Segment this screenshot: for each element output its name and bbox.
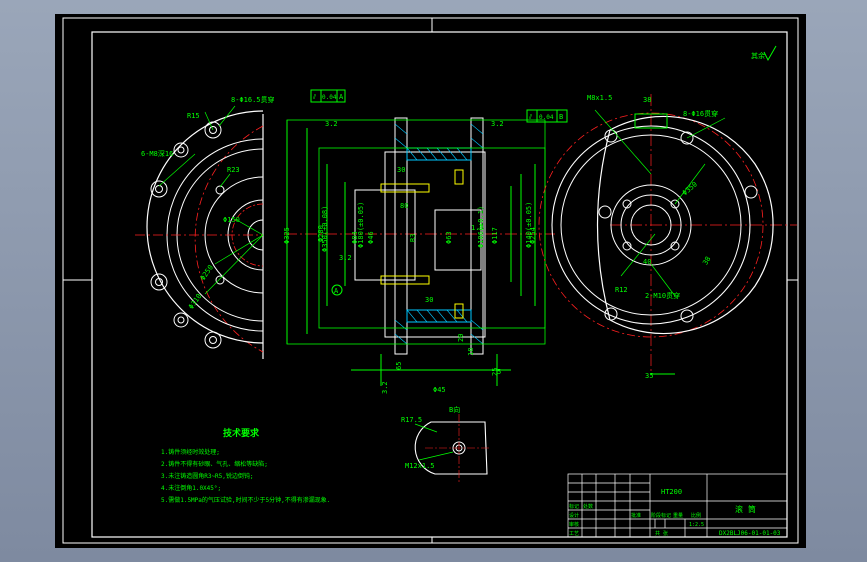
rough-16: 1.6: [471, 224, 484, 232]
left-label-thread: 6-M8深16: [141, 149, 173, 158]
rough-32-bottom: 3.2: [381, 381, 389, 394]
left-label-r15: R15: [187, 112, 200, 120]
left-label-phi150: Φ150: [223, 216, 240, 224]
right-label-35: 35: [645, 372, 653, 380]
roughness-symbol-top: [763, 45, 777, 62]
tech-req-title: 技术要求: [223, 427, 260, 439]
dim-45: Φ45: [433, 386, 446, 394]
dim-20: 20: [457, 334, 465, 342]
title-scale-value: 1:2.5: [689, 522, 704, 528]
title-material: HT200: [661, 488, 682, 496]
title-label-scale: 比例: [691, 512, 701, 519]
dim-84: Φ84: [351, 231, 359, 244]
svg-text:0.04: 0.04: [539, 114, 554, 121]
dim-117: Φ117: [491, 227, 499, 244]
title-label-approve: 批准: [631, 512, 641, 519]
dim-25: 25: [491, 368, 499, 376]
datum-a-circle: [331, 284, 343, 296]
dim-80: 80: [400, 202, 408, 210]
left-label-r23: R23: [227, 166, 240, 174]
svg-text:⫽: ⫽: [312, 93, 317, 101]
svg-text:A: A: [339, 93, 344, 101]
tolerance-frame-left: ⫽ 0.04 A: [310, 89, 346, 103]
right-end-view: [538, 94, 797, 375]
title-label-design: 设计: [569, 512, 579, 519]
dim-106: Φ106(±0.1): [477, 206, 485, 248]
svg-text:⫽: ⫽: [528, 113, 533, 121]
tech-req-item: 2.铸件不得有砂眼、气孔、缩松等缺陷;: [161, 460, 268, 468]
title-label-weight: 重量: [673, 512, 683, 519]
detail-label-m12: M12x1.5: [405, 462, 435, 470]
dim-30-top: 30: [397, 166, 405, 174]
dim-r3: R3: [409, 234, 417, 242]
dim-325: Φ325: [283, 227, 291, 244]
dim-350: Φ350(±0.08): [321, 206, 329, 252]
title-label-check: 审核: [569, 521, 579, 528]
dim-18: 18: [467, 348, 475, 356]
dim-63: Φ63: [445, 231, 453, 244]
dim-140: Φ140(±0.05): [525, 202, 533, 248]
tech-req-item: 3.未注铸造圆角R3~R5,锐边倒钝;: [161, 472, 254, 480]
dim-280: Φ280: [317, 225, 325, 242]
dim-65: 65: [395, 362, 403, 370]
title-drawing-no: DX2BLJ06-01-01-03: [719, 530, 781, 537]
right-label-38b: 38: [701, 255, 712, 266]
tech-req-item: 1.铸件须经时效处理;: [161, 448, 220, 456]
left-end-view: [135, 105, 264, 359]
inner-border: [91, 31, 788, 538]
title-label-stage: 阶段标记: [651, 512, 671, 519]
right-label-38: 38: [643, 96, 651, 104]
tech-req-item: 4.未注倒角1.0X45°;: [161, 484, 221, 492]
detail-label-r175: R17.5: [401, 416, 422, 424]
datum-a: A: [334, 287, 339, 295]
right-label-m8: M8x1.5: [587, 94, 612, 102]
dim-46: Φ46: [367, 231, 375, 244]
tolerance-frame-right: ⫽ 0.04 B: [526, 109, 568, 123]
dim-30-low: 30: [425, 296, 433, 304]
dim-180: Φ180(±0.05): [357, 202, 365, 248]
dim-5: 5: [497, 368, 501, 376]
detail-title: B向: [449, 405, 460, 414]
tech-req-item: 5.需做1.5MPa的气压试验,时间不少于5分钟,不得有渗漏现象.: [161, 496, 330, 504]
drawing-sheet: 其余 R15 8-Φ16.: [55, 14, 806, 548]
title-label-mark: 标记: [569, 503, 579, 510]
title-label-sheet: 共 张: [655, 530, 668, 537]
roughness-note: 其余: [751, 51, 765, 60]
title-part-name: 滚 筒: [735, 504, 756, 514]
right-label-phi350: Φ350: [681, 180, 699, 197]
title-block: [567, 473, 788, 538]
left-label-phi250: Φ250: [199, 264, 215, 282]
rough-32-mid: 3.2: [339, 254, 352, 262]
rough-32-right: 3.2: [491, 120, 504, 128]
title-label-count: 处数: [583, 503, 593, 510]
rough-32-left: 3.2: [325, 120, 338, 128]
right-label-holes: 8-Φ16贯穿: [683, 109, 718, 118]
right-label-thread: 2-M10贯穿: [645, 291, 680, 300]
title-label-craft: 工艺: [569, 531, 579, 537]
section-view: [285, 117, 555, 386]
right-label-40: 40: [643, 258, 651, 266]
left-label-holes: 8-Φ16.5贯穿: [231, 95, 275, 104]
svg-text:0.04: 0.04: [322, 94, 337, 101]
dim-254: Φ254: [529, 227, 537, 244]
svg-text:B: B: [559, 113, 563, 121]
right-label-r12: R12: [615, 286, 628, 294]
cad-drawing: 其余 R15 8-Φ16.: [62, 17, 799, 544]
detail-b-view: [414, 414, 491, 482]
